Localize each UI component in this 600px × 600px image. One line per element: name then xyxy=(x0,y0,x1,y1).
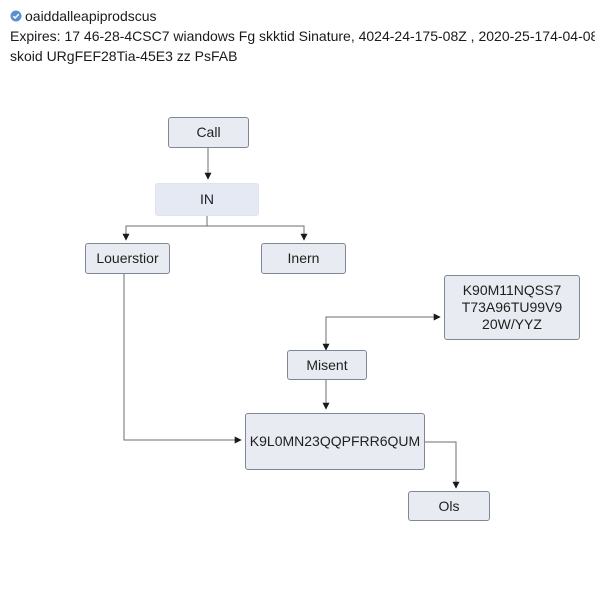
node-call: Call xyxy=(168,117,249,148)
edge-k9l0-to-ols xyxy=(425,441,460,489)
node-in: IN xyxy=(155,183,259,216)
edge-louerstior-to-k9l0 xyxy=(123,274,242,444)
node-louerstior: Louerstior xyxy=(85,243,170,274)
account-name: oaiddalleapiprodscus xyxy=(25,8,157,24)
edge-in-to-inern xyxy=(207,225,308,241)
node-k9om: K90M11NQSS7 T73A96TU99V9 20W/YYZ xyxy=(444,275,580,340)
node-ols: Ols xyxy=(408,491,490,521)
account-line: oaiddalleapiprodscus xyxy=(10,6,595,26)
node-misent: Misent xyxy=(287,350,367,380)
key-line: skoid URgFEF28Tia-45E3 zz PsFAB xyxy=(10,48,238,64)
header: oaiddalleapiprodscus Expires: 17 46-28-4… xyxy=(10,6,595,66)
edge-in-to-louerstior xyxy=(122,216,208,241)
verified-badge-icon xyxy=(10,10,22,22)
node-inern: Inern xyxy=(261,243,346,274)
edge-misent-to-k9om xyxy=(322,313,441,351)
expires-line: Expires: 17 46-28-4CSC7 wiandows Fg skkt… xyxy=(10,28,595,44)
node-k9l0: K9L0MN23QQPFRR6QUM xyxy=(245,413,425,470)
